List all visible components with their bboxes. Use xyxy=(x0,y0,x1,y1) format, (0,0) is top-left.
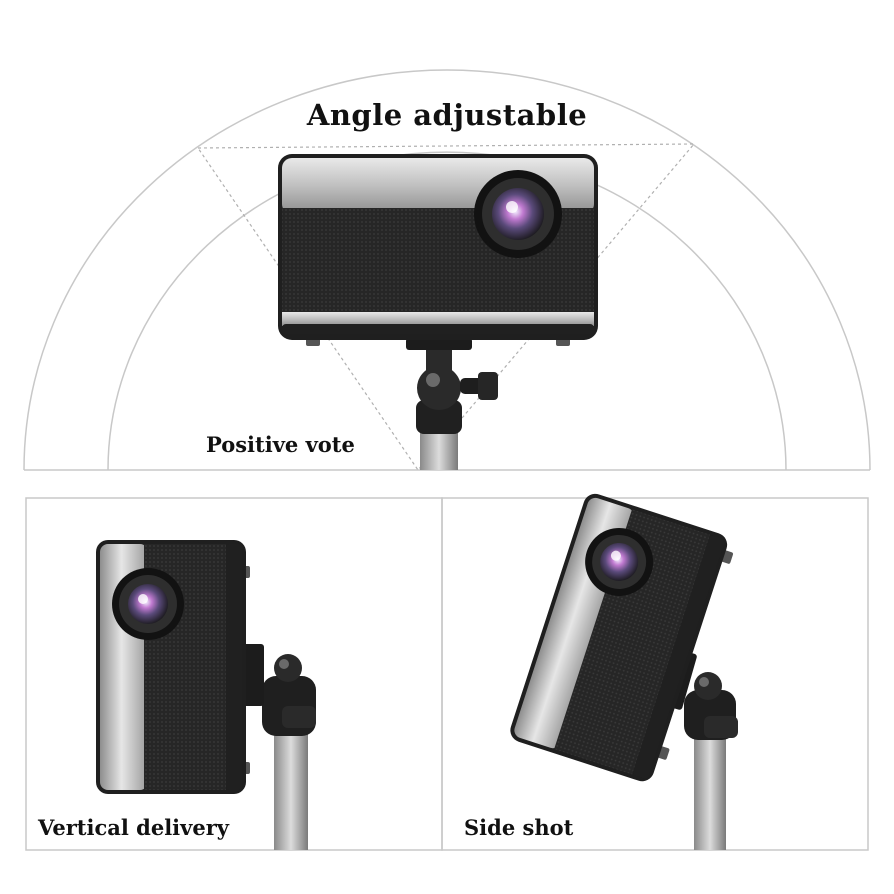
lens xyxy=(585,527,654,596)
caption-side-shot: Side shot xyxy=(464,815,574,840)
caption-positive-vote: Positive vote xyxy=(206,432,355,457)
lens xyxy=(474,170,562,258)
top-panel xyxy=(23,69,871,471)
bottom-right-frame xyxy=(441,497,869,851)
projector-front xyxy=(278,154,598,346)
bottom-right-panel xyxy=(441,493,869,851)
lens xyxy=(112,568,184,640)
bottom-left-panel xyxy=(25,497,443,851)
page-title: Angle adjustable xyxy=(306,98,588,132)
top-stand xyxy=(406,338,498,470)
inner-arc xyxy=(107,151,787,471)
bottom-left-stand xyxy=(238,644,316,850)
caption-vertical-delivery: Vertical delivery xyxy=(38,815,229,840)
projector-tilted xyxy=(510,493,734,782)
outer-arc xyxy=(23,69,871,471)
projector-vertical xyxy=(96,540,250,794)
